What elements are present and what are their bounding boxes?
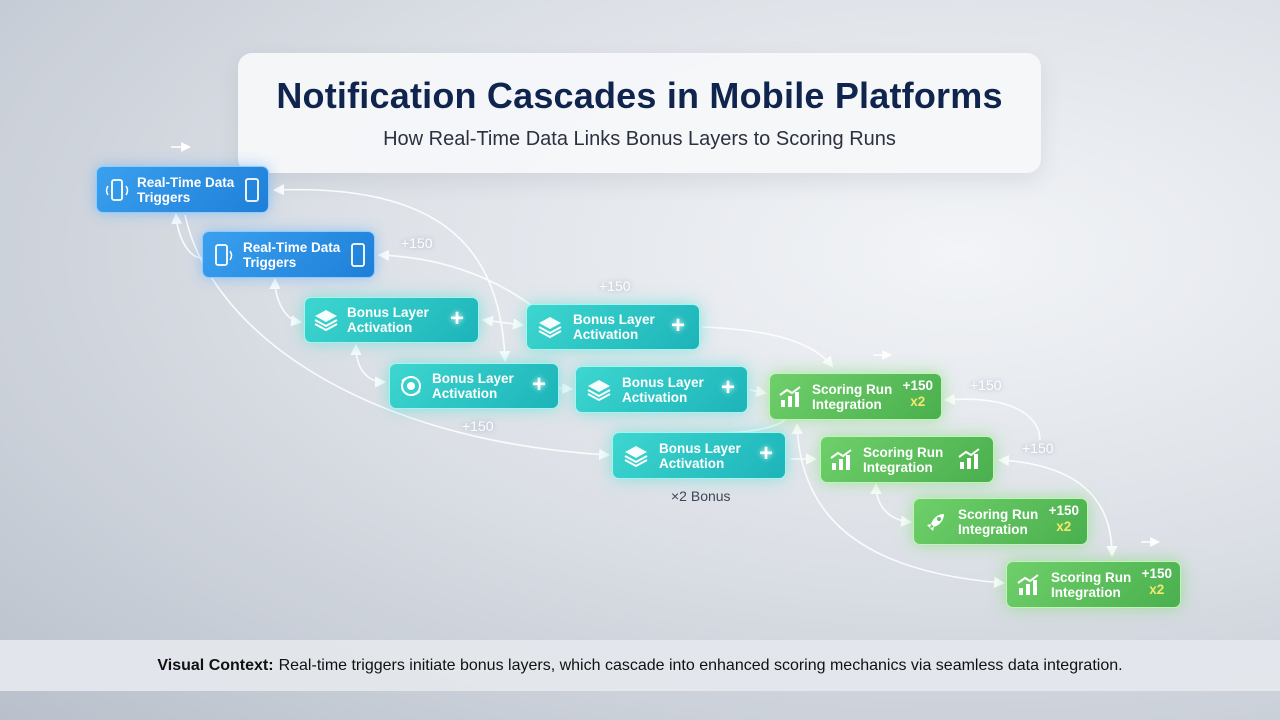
- growth-chart-icon: [770, 385, 812, 409]
- score-value: +150: [902, 378, 933, 393]
- scoring-label: Scoring Run Integration: [958, 506, 1039, 537]
- plus-150-label: +150: [462, 418, 494, 434]
- score-badge: +150 x2: [903, 378, 933, 410]
- node-trigger-2: Real-Time Data Triggers: [202, 231, 375, 278]
- layers-icon: [305, 308, 347, 332]
- connector-s1-s2: [943, 393, 1041, 441]
- phone-notification-icon: [203, 242, 243, 268]
- node-bonus-4: Bonus Layer Activation +: [575, 366, 748, 413]
- multiplier-label: x2: [910, 394, 926, 409]
- plus-150-label: +150: [1022, 440, 1054, 456]
- layers-icon: [576, 378, 622, 402]
- bonus-label: Bonus Layer Activation: [432, 371, 514, 401]
- node-bonus-3: Bonus Layer Activation +: [526, 304, 700, 350]
- connector-b1-b3: [481, 315, 525, 330]
- plus-icon: +: [670, 312, 685, 339]
- scoring-label: Scoring Run Integration: [812, 381, 893, 412]
- bonus-label: Bonus Layer Activation: [659, 440, 741, 471]
- node-bonus-1: Bonus Layer Activation +: [304, 297, 479, 343]
- bonus-label: Bonus Layer Activation: [622, 374, 704, 405]
- node-bonus-2: Bonus Layer Activation +: [389, 363, 559, 409]
- growth-chart-icon: [957, 447, 983, 471]
- bonus-label: Bonus Layer Activation: [573, 312, 655, 342]
- node-bonus-5: Bonus Layer Activation +: [612, 432, 786, 479]
- connector-t2-b1: [269, 277, 303, 327]
- page-title: Notification Cascades in Mobile Platform…: [276, 75, 1003, 116]
- node-scoring-3: Scoring Run Integration +150 x2: [913, 498, 1088, 545]
- multiplier-label: x2: [1056, 519, 1072, 534]
- bonus-multiplier-label: ×2 Bonus: [671, 488, 731, 504]
- layers-icon: [527, 315, 573, 339]
- node-scoring-4: Scoring Run Integration +150 x2: [1006, 561, 1181, 608]
- phone-icon: [350, 242, 366, 268]
- footer-label: Visual Context:: [157, 656, 274, 674]
- rocket-icon: [914, 510, 958, 534]
- node-scoring-2: Scoring Run Integration: [820, 436, 994, 483]
- plus-150-label: +150: [970, 377, 1002, 393]
- connector-b4-s1: [749, 385, 768, 397]
- node-trigger-1: Real-Time Data Triggers: [96, 166, 269, 213]
- connector-t1-t2: [171, 212, 203, 259]
- layers-icon: [613, 444, 659, 468]
- plus-150-label: +150: [401, 235, 433, 251]
- score-badge: +150 x2: [1049, 503, 1079, 535]
- footer-text: Real-time triggers initiate bonus layers…: [278, 656, 1123, 674]
- plus-icon: +: [720, 374, 735, 401]
- connector-s1-s4: [791, 422, 1006, 588]
- scoring-label: Scoring Run Integration: [863, 444, 944, 475]
- bonus-label: Bonus Layer Activation: [347, 305, 429, 335]
- scoring-label: Scoring Run Integration: [1051, 569, 1132, 600]
- connector-s2-s3: [870, 482, 913, 527]
- multiplier-label: x2: [1149, 582, 1165, 597]
- plus-150-label: +150: [599, 278, 631, 294]
- node-scoring-1: Scoring Run Integration +150 x2: [769, 373, 942, 420]
- connector-s2-s4: [997, 454, 1118, 558]
- growth-chart-icon: [821, 448, 863, 472]
- plus-icon: +: [531, 371, 546, 398]
- trigger-label: Real-Time Data Triggers: [243, 239, 341, 270]
- connector-b3-s1: [701, 326, 834, 368]
- title-card: Notification Cascades in Mobile Platform…: [238, 53, 1041, 173]
- phone-icon: [244, 177, 260, 203]
- phone-notification-icon: [97, 177, 137, 203]
- growth-chart-icon: [1007, 573, 1051, 597]
- connector-b1-b2: [350, 343, 387, 388]
- footer-caption: Visual Context: Real-time triggers initi…: [0, 640, 1280, 691]
- page-subtitle: How Real-Time Data Links Bonus Layers to…: [383, 128, 896, 150]
- score-value: +150: [1048, 503, 1079, 518]
- score-badge: +150 x2: [1142, 566, 1172, 598]
- plus-icon: +: [449, 305, 464, 332]
- connector-t1-b2: [272, 184, 511, 363]
- trigger-label: Real-Time Data Triggers: [137, 174, 235, 205]
- score-value: +150: [1141, 566, 1172, 581]
- sync-badge-icon: [390, 373, 432, 399]
- plus-icon: +: [758, 440, 773, 467]
